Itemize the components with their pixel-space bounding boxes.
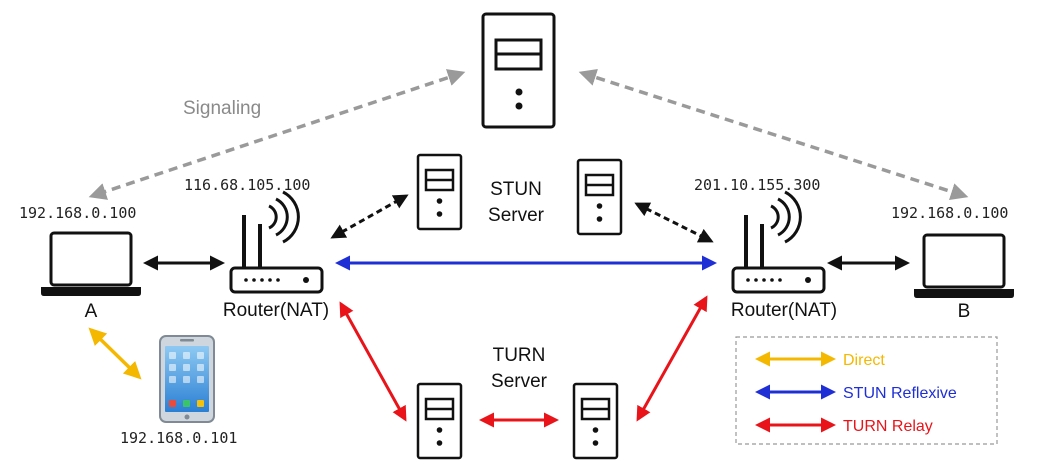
signaling-arrow-right [578, 68, 969, 201]
legend: Direct STUN Reflexive TURN Relay [735, 336, 998, 445]
turn-relay-router-b [636, 295, 708, 422]
stun-server-1-icon [416, 153, 463, 231]
router-b-icon [731, 190, 826, 294]
phone-ip: 192.168.0.101 [120, 429, 237, 447]
signaling-arrow-left [88, 69, 466, 200]
router-a-public-ip: 116.68.105.100 [184, 176, 310, 194]
laptop-b-icon [914, 233, 1014, 298]
direct-link [88, 327, 142, 380]
turn-relay-router-a [339, 301, 407, 422]
turn-label-line2: Server [491, 371, 548, 392]
turn-server-1-icon [416, 382, 463, 460]
router-a-label: Router(NAT) [223, 300, 329, 321]
router-b-label: Router(NAT) [731, 300, 837, 321]
peer-b-ip: 192.168.0.100 [891, 204, 1008, 222]
peer-a-label: A [85, 301, 98, 322]
peer-b-label: B [958, 301, 971, 322]
stun-label-line1: STUN [490, 179, 542, 200]
legend-direct-label: Direct [843, 352, 885, 369]
router-b-public-ip: 201.10.155.300 [694, 176, 820, 194]
legend-stun-label: STUN Reflexive [843, 385, 957, 402]
stun-label-line2: Server [488, 205, 545, 226]
stun-server-2-icon [576, 158, 623, 236]
peer-a-ip: 192.168.0.100 [19, 204, 136, 222]
signaling-label: Signaling [183, 98, 261, 119]
legend-turn-label: TURN Relay [843, 418, 933, 435]
laptop-a-icon [41, 231, 141, 296]
smartphone-icon [159, 335, 215, 423]
turn-server-2-icon [572, 382, 619, 460]
signaling-server-icon [481, 12, 556, 129]
stun-link-router-a [330, 194, 409, 239]
turn-label-line1: TURN [493, 345, 546, 366]
stun-link-router-b [634, 202, 714, 243]
router-a-icon [229, 190, 324, 294]
